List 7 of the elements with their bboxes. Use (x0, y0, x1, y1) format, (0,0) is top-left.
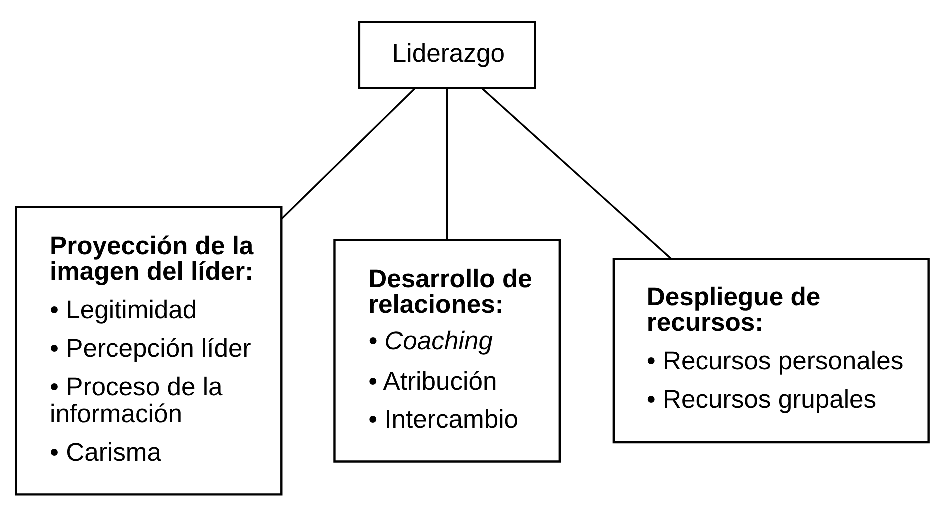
node-box: Liderazgo (358, 21, 536, 90)
node-box: Despliegue de recursos: • Recursos personales • Recursos grupales (612, 258, 930, 444)
connector (446, 88, 448, 240)
connector (481, 88, 672, 260)
node-box: Proyección de la imagen del líder: • Legitimidad • Percepción líder • Proceso de la información • Carisma (15, 206, 283, 496)
connector (281, 88, 416, 220)
node-box: Desarrollo de relaciones: • Coaching • Atribución • Intercambio (334, 239, 562, 463)
